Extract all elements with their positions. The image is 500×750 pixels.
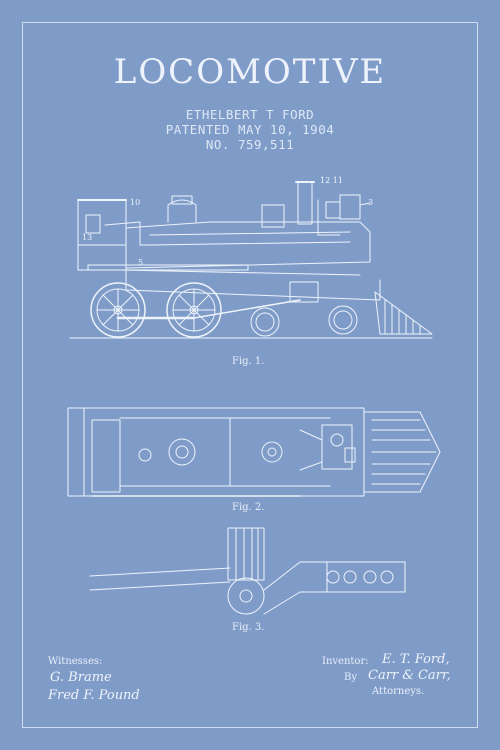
inventor-label: Inventor: — [322, 656, 369, 667]
witness-signature-1: G. Brame — [50, 670, 112, 685]
patent-date: PATENTED MAY 10, 1904 — [165, 122, 335, 137]
svg-text:12 11: 12 11 — [320, 176, 343, 185]
page-title: LOCOMOTIVE — [113, 52, 387, 92]
figure-2-caption: Fig. 2. — [232, 502, 265, 513]
figure-3-caption: Fig. 3. — [232, 622, 265, 633]
figure-2-plan-view — [67, 407, 441, 497]
attorney-signature: Carr & Carr, — [368, 668, 451, 683]
inventor-signature: E. T. Ford, — [382, 652, 450, 667]
svg-text:13: 13 — [82, 233, 92, 242]
witnesses-label: Witnesses: — [48, 656, 103, 667]
patent-number: NO. 759,511 — [205, 137, 295, 152]
figure-3-detail — [89, 527, 406, 615]
svg-text:3: 3 — [368, 198, 373, 207]
figure-1-locomotive: 10 12 11 3 13 5 — [69, 176, 433, 339]
inventor-name: ETHELBERT T FORD — [185, 107, 315, 122]
attorneys-label: Attorneys. — [372, 686, 425, 697]
by-label: By — [344, 672, 357, 683]
figure-1-caption: Fig. 1. — [232, 356, 265, 367]
svg-text:10: 10 — [130, 198, 140, 207]
border-frame — [22, 22, 478, 728]
svg-text:5: 5 — [138, 258, 143, 267]
witness-signature-2: Fred F. Pound — [48, 688, 140, 703]
